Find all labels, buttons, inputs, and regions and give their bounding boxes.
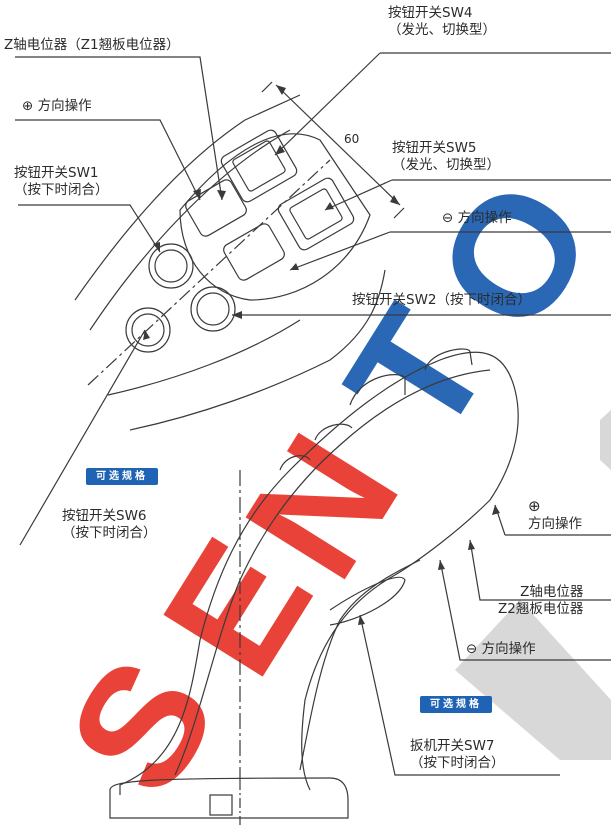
label-sw1: 按钮开关SW1 （按下时闭合） bbox=[14, 165, 109, 198]
watermark: S E N T O bbox=[32, 149, 611, 824]
label-sw5: 按钮开关SW5 （发光、切换型） bbox=[392, 140, 500, 173]
label-sw4: 按钮开关SW4 （发光、切换型） bbox=[388, 5, 496, 38]
joystick-body bbox=[119, 351, 519, 795]
label-sw2: 按钮开关SW2（按下时闭合） bbox=[352, 292, 532, 308]
optional-spec-badge-2: 可选规格 bbox=[420, 696, 492, 713]
label-z-pot: Z轴电位器（Z1翘板电位器） bbox=[4, 37, 180, 53]
label-sw7: 扳机开关SW7 （按下时闭合） bbox=[410, 738, 505, 771]
label-plus-direction-top: ⊕ 方向操作 bbox=[22, 98, 92, 114]
watermark-gray-stroke bbox=[455, 600, 611, 760]
label-plus-direction-right: 方向操作 bbox=[528, 516, 582, 532]
optional-spec-badge-1: 可选规格 bbox=[86, 468, 158, 485]
label-sw6: 按钮开关SW6 （按下时闭合） bbox=[62, 508, 157, 541]
joystick-base bbox=[109, 777, 349, 819]
label-minus-direction-top: ⊖ 方向操作 bbox=[442, 210, 512, 226]
label-plus-symbol: ⊕ bbox=[528, 497, 541, 515]
label-z-pot-2: Z轴电位器 Z2翘板电位器 bbox=[498, 584, 584, 617]
head-outline bbox=[74, 94, 301, 301]
dimension-60: 60 bbox=[344, 132, 360, 146]
label-minus-direction-bottom: ⊖ 方向操作 bbox=[466, 641, 536, 657]
watermark-gray-stroke-2 bbox=[600, 410, 611, 470]
